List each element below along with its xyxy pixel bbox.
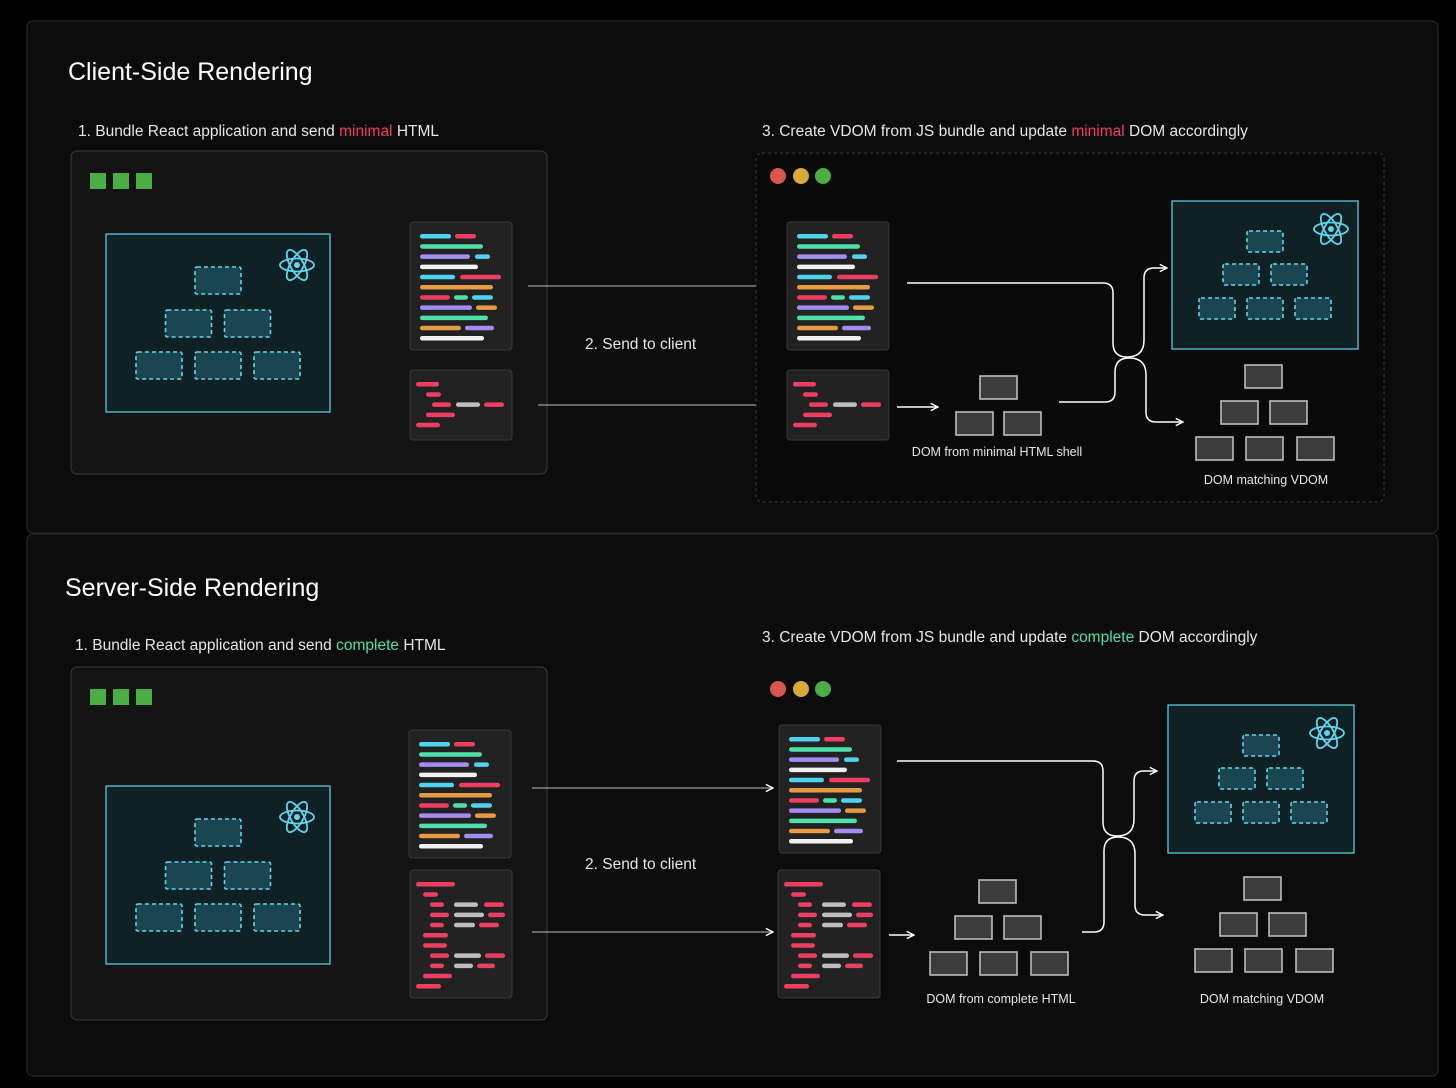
ssr-js-bundle-icon: [408, 729, 512, 859]
vdom-node: [164, 309, 213, 338]
vdom-node: [1218, 767, 1256, 790]
csr-vdom-label: DOM matching VDOM: [1204, 473, 1328, 487]
vdom-node: [135, 903, 183, 932]
ssr-client-js-icon: [778, 724, 882, 854]
dom-node: [979, 375, 1018, 400]
ssr-vdom-label: DOM matching VDOM: [1200, 992, 1324, 1006]
vdom-panel: [1171, 200, 1359, 350]
dom-node: [1243, 876, 1282, 901]
ssr-matching-dom-tree: [1194, 876, 1334, 973]
vdom-node: [253, 903, 301, 932]
vdom-panel: [1167, 704, 1355, 854]
csr-client-html-icon: [786, 369, 890, 441]
vdom-node: [253, 351, 301, 380]
html-code-lines: [786, 369, 890, 441]
ssr-dom-complete-tree: [929, 879, 1069, 976]
csr-step1-label: 1. Bundle React application and send min…: [78, 123, 439, 140]
dom-node: [1268, 912, 1307, 937]
vdom-node: [1294, 297, 1332, 320]
window-dots: [770, 168, 831, 184]
js-code-lines: [778, 724, 882, 854]
dom-node: [929, 951, 968, 976]
dom-node: [1195, 436, 1234, 461]
dom-node: [1030, 951, 1069, 976]
dom-node: [954, 915, 993, 940]
csr-dom-shell-tree: [955, 375, 1042, 436]
vdom-node: [1242, 801, 1280, 824]
csr-react-tree: [105, 233, 331, 413]
csr-matching-dom-tree: [1195, 364, 1335, 461]
csr-dom-shell-label: DOM from minimal HTML shell: [912, 445, 1082, 459]
ssr-step2-label: 2. Send to client: [585, 856, 697, 873]
react-logo-icon: [279, 249, 315, 281]
csr-step2-label: 2. Send to client: [585, 336, 697, 353]
dom-node: [1245, 436, 1284, 461]
csr-title: Client-Side Rendering: [68, 58, 313, 86]
csr-js-bundle-icon: [409, 221, 513, 351]
green-squares: [90, 173, 152, 189]
vdom-node: [1266, 767, 1304, 790]
ssr-html-file-icon: [409, 869, 513, 999]
dom-node: [1194, 948, 1233, 973]
vdom-node: [1242, 734, 1280, 757]
dom-node: [1003, 915, 1042, 940]
js-code-lines: [786, 221, 890, 351]
html-code-lines: [409, 369, 513, 441]
dom-node: [979, 951, 1018, 976]
react-logo-icon: [1313, 213, 1349, 245]
vdom-node: [1246, 297, 1284, 320]
csr-client-js-icon: [786, 221, 890, 351]
js-code-lines: [408, 729, 512, 859]
react-logo-icon: [279, 801, 315, 833]
csr-merge-lines: [907, 268, 1183, 422]
dom-node: [1219, 912, 1258, 937]
csr-step3-label: 3. Create VDOM from JS bundle and update…: [762, 123, 1248, 140]
ssr-client-html-icon: [777, 869, 881, 999]
green-squares: [90, 689, 152, 705]
ssr-merge-lines: [897, 760, 1163, 933]
vdom-node: [194, 903, 242, 932]
ssr-react-tree: [105, 785, 331, 965]
vdom-node: [194, 818, 242, 847]
html-code-lines: [409, 869, 513, 999]
window-dots: [770, 681, 831, 697]
dom-node: [1295, 948, 1334, 973]
ssr-title: Server-Side Rendering: [65, 574, 319, 602]
dom-node: [1244, 364, 1283, 389]
csr-section: Client-Side Rendering 1. Bundle React ap…: [68, 58, 1385, 503]
ssr-step3-label: 3. Create VDOM from JS bundle and update…: [762, 629, 1258, 646]
html-code-lines: [777, 869, 881, 999]
csr-vdom-tree: [1171, 200, 1359, 350]
ssr-dom-complete-label: DOM from complete HTML: [926, 992, 1075, 1006]
vdom-node: [164, 861, 213, 890]
vdom-node: [223, 861, 272, 890]
vdom-node: [1198, 297, 1236, 320]
vdom-node: [194, 266, 242, 295]
ssr-section: Server-Side Rendering 1. Bundle React ap…: [65, 574, 1355, 1021]
csr-html-file-icon: [409, 369, 513, 441]
js-code-lines: [409, 221, 513, 351]
dom-node: [1220, 400, 1259, 425]
vdom-node: [1194, 801, 1232, 824]
vdom-node: [1246, 230, 1284, 253]
dom-node: [1296, 436, 1335, 461]
ssr-vdom-tree: [1167, 704, 1355, 854]
dom-node: [1003, 411, 1042, 436]
vdom-node: [135, 351, 183, 380]
dom-node: [978, 879, 1017, 904]
vdom-node: [1222, 263, 1260, 286]
vdom-panel: [105, 785, 331, 965]
vdom-node: [1290, 801, 1328, 824]
ssr-step1-label: 1. Bundle React application and send com…: [75, 637, 446, 654]
dom-node: [1269, 400, 1308, 425]
vdom-panel: [105, 233, 331, 413]
vdom-node: [194, 351, 242, 380]
vdom-node: [223, 309, 272, 338]
vdom-node: [1270, 263, 1308, 286]
dom-node: [1244, 948, 1283, 973]
dom-node: [955, 411, 994, 436]
react-logo-icon: [1309, 717, 1345, 749]
